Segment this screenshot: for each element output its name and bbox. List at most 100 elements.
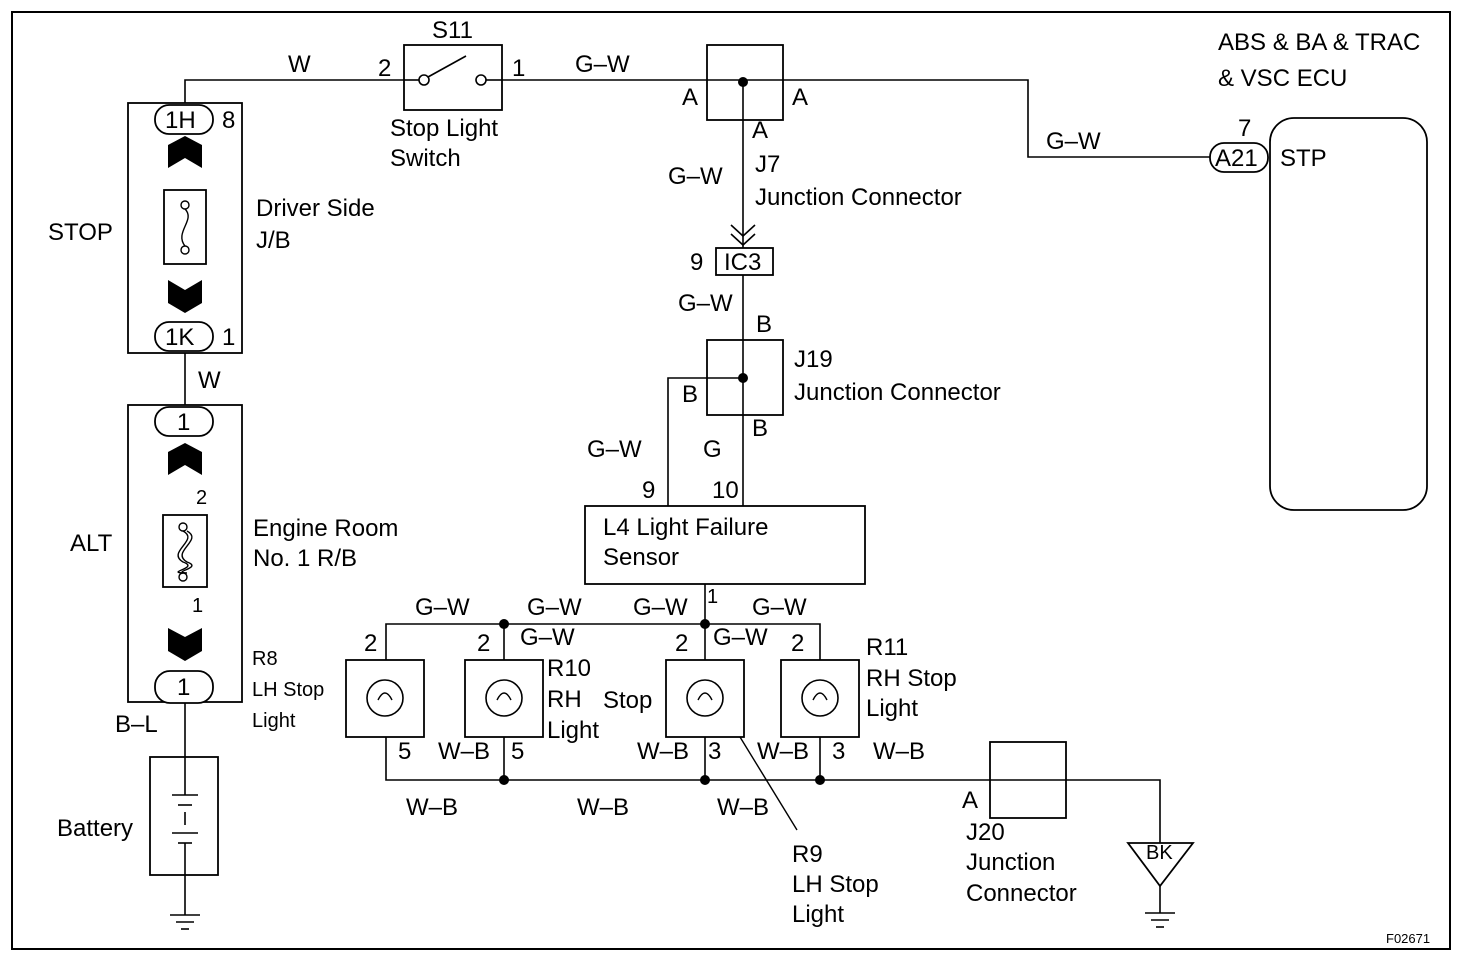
- wire-gw-ic3: G–W: [678, 290, 733, 317]
- ground-bk: BK: [1126, 842, 1195, 928]
- j7-pin-left: A: [682, 84, 698, 111]
- ground-code: BK: [1146, 842, 1173, 864]
- rb-pin-upper: 2: [196, 487, 207, 509]
- ic3-ref: IC3: [724, 249, 761, 276]
- j19-pin-left: B: [682, 381, 698, 408]
- j20-pin: A: [962, 787, 978, 814]
- j7-junction-connector: A A A J7 Junction Connector: [682, 44, 962, 211]
- diagram-border: [11, 11, 1451, 950]
- rb-conn-top: 1: [177, 409, 190, 436]
- j20-junction-connector: A J20 Junction Connector: [962, 741, 1077, 907]
- wire-labels: W G–W G–W G–W G–W G–W G W B–L G–W G–W G–…: [115, 51, 1101, 821]
- wire-g-j19: G: [703, 436, 722, 463]
- j7-ref: J7: [755, 151, 780, 178]
- j7-pin-right: A: [792, 84, 808, 111]
- switch-pin-right: 1: [512, 55, 525, 82]
- wire-gw-j19: G–W: [587, 436, 642, 463]
- ecu-connector: A21: [1215, 145, 1258, 172]
- wire-gw-d: G–W: [752, 594, 807, 621]
- wire-wb-bot1: W–B: [406, 794, 458, 821]
- figure-code: F02671: [1386, 931, 1430, 946]
- sensor-pin-9: 9: [642, 477, 655, 504]
- jb-label-1: Driver Side: [256, 195, 375, 222]
- r9-stop-word: Stop: [603, 687, 652, 714]
- engine-room-rb: 1 2 1 1 ALT Engine Room No. 1 R/B: [70, 404, 398, 704]
- j19-junction-connector: B B B J19 Junction Connector: [682, 311, 1001, 442]
- r8-ref: R8: [252, 648, 278, 670]
- j7-label: Junction Connector: [755, 184, 962, 211]
- lamp-r11: 2 3 R11 RH Stop Light: [780, 630, 957, 765]
- j20-ref: J20: [966, 819, 1005, 846]
- rb-label-1: Engine Room: [253, 515, 398, 542]
- jb-label-2: J/B: [256, 227, 291, 254]
- j20-line1: Junction: [966, 849, 1055, 876]
- ecu-pin-number: 7: [1238, 115, 1251, 142]
- r10-line1: RH: [547, 686, 582, 713]
- rb-pin-lower: 1: [192, 595, 203, 617]
- r11-pin-bottom: 3: [832, 738, 845, 765]
- lamp-r9: 2 3 Stop R9 LH Stop Light: [603, 630, 879, 928]
- r10-line2: Light: [547, 717, 599, 744]
- r11-ref: R11: [866, 634, 908, 661]
- stop-light-switch: S11 2 1 Stop Light Switch: [378, 17, 525, 172]
- wire-wb-bot3: W–B: [717, 794, 769, 821]
- wire-gw-f: G–W: [713, 624, 768, 651]
- ecu-title-1: ABS & BA & TRAC: [1218, 29, 1420, 56]
- r8-line1: LH Stop: [252, 679, 324, 701]
- jb-conn-top-pin: 8: [222, 107, 235, 134]
- wire-wb-r10: W–B: [438, 738, 490, 765]
- battery: Battery: [57, 756, 219, 930]
- wire-gw-a: G–W: [415, 594, 470, 621]
- wire-w-top: W: [288, 51, 311, 78]
- wire-w-mid: W: [198, 367, 221, 394]
- wire-gw-ecu: G–W: [1046, 128, 1101, 155]
- r11-pin-top: 2: [791, 630, 804, 657]
- r9-pin-bottom: 3: [708, 738, 721, 765]
- lamp-r10: 2 5 R10 RH Light: [464, 630, 599, 765]
- switch-label-2: Switch: [390, 145, 461, 172]
- sensor-pin-1: 1: [707, 586, 718, 608]
- wire-bl: B–L: [115, 711, 158, 738]
- jb-fuse: STOP: [48, 219, 113, 246]
- driver-side-jb: 1H 8 1K 1 STOP Driver Side J/B: [48, 102, 375, 354]
- j19-ref: J19: [794, 346, 833, 373]
- battery-label: Battery: [57, 815, 133, 842]
- j20-line2: Connector: [966, 880, 1077, 907]
- r10-ref: R10: [547, 655, 591, 682]
- switch-ref: S11: [432, 17, 473, 44]
- r11-line1: RH Stop: [866, 665, 957, 692]
- r9-line2: Light: [792, 901, 844, 928]
- ecu-terminal: STP: [1280, 145, 1327, 172]
- lamp-r8: 2 5 R8 LH Stop Light: [252, 630, 425, 765]
- rb-fuse: ALT: [70, 530, 113, 557]
- sensor-label-1: L4 Light Failure: [603, 514, 768, 541]
- rb-conn-bottom: 1: [177, 674, 190, 701]
- r8-line2: Light: [252, 710, 296, 732]
- j19-label: Junction Connector: [794, 379, 1001, 406]
- r9-ref: R9: [792, 841, 823, 868]
- jb-conn-top: 1H: [165, 107, 196, 134]
- jb-conn-bottom: 1K: [165, 324, 194, 351]
- sensor-label-2: Sensor: [603, 544, 679, 571]
- wire-gw-j7: G–W: [668, 163, 723, 190]
- wire-gw-switch: G–W: [575, 51, 630, 78]
- ecu: ABS & BA & TRAC & VSC ECU 7 A21 STP: [1209, 29, 1428, 511]
- wire-gw-c: G–W: [633, 594, 688, 621]
- switch-pin-left: 2: [378, 55, 391, 82]
- jb-conn-bottom-pin: 1: [222, 324, 235, 351]
- r9-pin-top: 2: [675, 630, 688, 657]
- ic3-connector: IC3 9: [690, 224, 774, 276]
- wire-wb-r11: W–B: [757, 738, 809, 765]
- rb-label-2: No. 1 R/B: [253, 545, 357, 572]
- ic3-pin: 9: [690, 249, 703, 276]
- wire-wb-right: W–B: [873, 738, 925, 765]
- r8-pin-bottom: 5: [398, 738, 411, 765]
- wire-gw-e: G–W: [520, 624, 575, 651]
- r10-pin-top: 2: [477, 630, 490, 657]
- light-failure-sensor: L4 Light Failure Sensor 9 10 1: [584, 477, 866, 608]
- r10-pin-bottom: 5: [511, 738, 524, 765]
- sensor-pin-10: 10: [712, 477, 739, 504]
- wire-wb-r9: W–B: [637, 738, 689, 765]
- switch-label-1: Stop Light: [390, 115, 498, 142]
